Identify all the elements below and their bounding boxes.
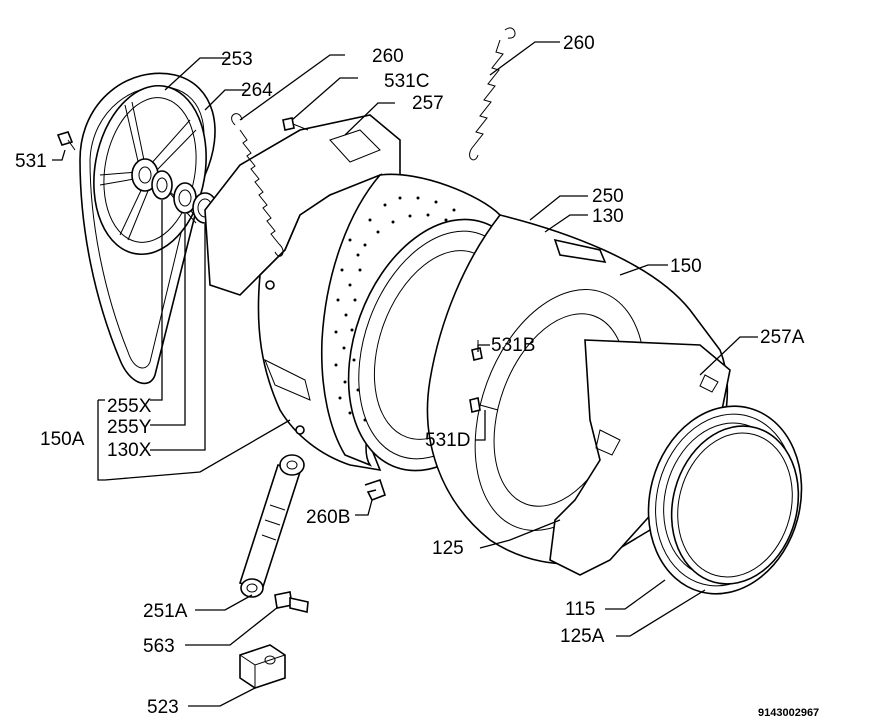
screw-531 [56,131,76,151]
screw-531c [282,117,309,131]
document-number: 9143002967 [758,707,819,719]
shock-absorber-251a [238,454,305,598]
screw-531d [469,397,499,413]
label-253: 253 [221,49,253,70]
label-260b: 260B [306,507,350,528]
bearing-255x [151,170,173,200]
label-125: 125 [432,538,464,559]
label-563: 563 [143,636,175,657]
weight-block-523 [239,644,286,689]
bearing-255y [173,182,197,214]
label-260-right: 260 [563,33,595,54]
label-257a: 257A [760,327,805,348]
spring-260-right [469,27,516,161]
label-260-left: 260 [372,46,404,67]
label-531: 531 [15,151,47,172]
label-150a: 150A [40,429,85,450]
label-255y: 255Y [107,417,152,438]
label-251a: 251A [143,601,188,622]
clip-260b [364,478,387,502]
pulley-253 [79,72,216,385]
label-523: 523 [147,697,179,718]
label-255x: 255X [107,396,152,417]
label-150: 150 [670,256,702,277]
seal-ring-115 [670,425,800,585]
label-531c: 531C [384,71,429,92]
label-257: 257 [412,93,444,114]
label-250: 250 [592,186,624,207]
label-531b: 531B [491,335,535,356]
label-531d: 531D [425,430,470,451]
front-weight-257a [549,339,731,576]
label-130x: 130X [107,440,152,461]
label-125a: 125A [560,626,605,647]
spring-260-left [231,113,284,257]
label-130: 130 [592,206,624,227]
label-115: 115 [565,599,595,620]
leader-lines [52,41,758,707]
label-264: 264 [241,80,273,101]
bolt-563 [274,591,309,613]
